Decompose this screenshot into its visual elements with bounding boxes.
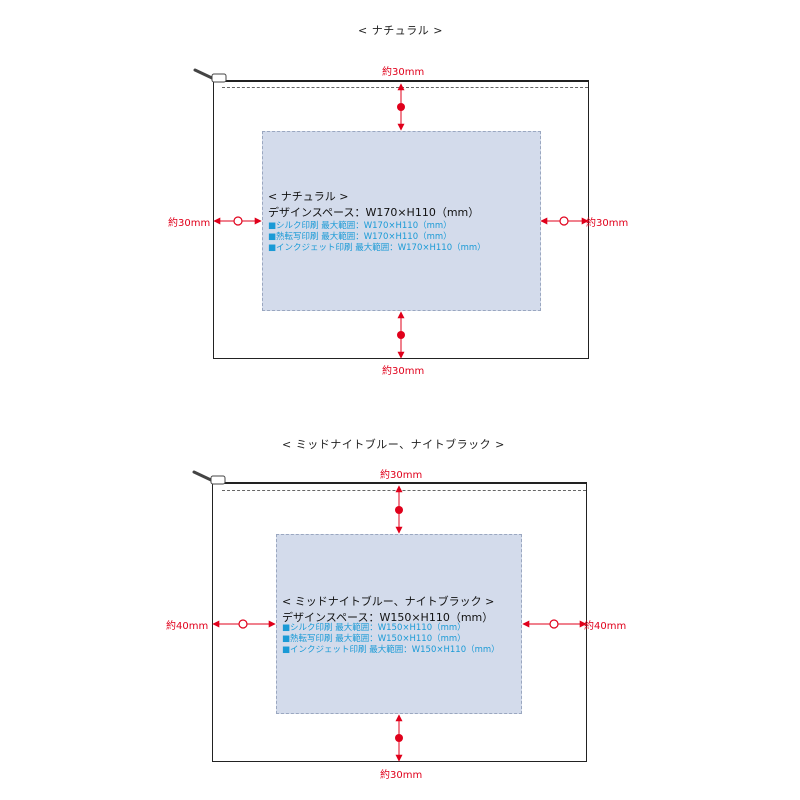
design-space-midnight: デザインスペース：W150×H110（mm） xyxy=(282,611,494,624)
design-heading-midnight: < ミッドナイトブルー、ナイトブラック > xyxy=(282,595,495,608)
arrow-right-natural xyxy=(540,216,589,226)
zipper-pull-icon-natural xyxy=(193,68,227,83)
arrow-left-natural xyxy=(213,216,262,226)
margin-left-midnight: 約40mm xyxy=(166,621,209,632)
section-title-natural: < ナチュラル > xyxy=(358,24,443,37)
arrow-right-midnight xyxy=(522,619,587,629)
spec-heat-natural: ■熱転写印刷 最大範囲：W170×H110（mm） xyxy=(268,232,452,242)
margin-bottom-natural: 約30mm xyxy=(382,366,425,377)
arrow-bottom-natural xyxy=(397,311,405,359)
seam-line-midnight xyxy=(222,490,586,491)
margin-right-natural: 約30mm xyxy=(586,218,629,229)
zipper-midnight xyxy=(212,482,587,484)
zipper-pull-icon-midnight xyxy=(192,470,226,485)
spec-heat-midnight: ■熱転写印刷 最大範囲：W150×H110（mm） xyxy=(282,634,466,644)
zipper-natural xyxy=(213,80,589,82)
margin-bottom-midnight: 約30mm xyxy=(380,770,423,781)
design-heading-natural: < ナチュラル > xyxy=(268,190,349,203)
margin-left-natural: 約30mm xyxy=(168,218,211,229)
spec-inkjet-natural: ■インクジェット印刷 最大範囲：W170×H110（mm） xyxy=(268,243,486,253)
spec-silk-midnight: ■シルク印刷 最大範囲：W150×H110（mm） xyxy=(282,623,466,633)
arrow-top-natural xyxy=(397,83,405,131)
spec-silk-natural: ■シルク印刷 最大範囲：W170×H110（mm） xyxy=(268,221,452,231)
arrow-top-midnight xyxy=(395,485,403,534)
arrow-bottom-midnight xyxy=(395,714,403,762)
design-space-natural: デザインスペース：W170×H110（mm） xyxy=(268,206,480,219)
margin-right-midnight: 約40mm xyxy=(584,621,627,632)
margin-top-natural: 約30mm xyxy=(382,67,425,78)
seam-line-natural xyxy=(222,87,588,88)
section-title-midnight: < ミッドナイトブルー、ナイトブラック > xyxy=(282,438,505,451)
arrow-left-midnight xyxy=(212,619,276,629)
design-area-midnight xyxy=(276,534,522,714)
margin-top-midnight: 約30mm xyxy=(380,470,423,481)
spec-inkjet-midnight: ■インクジェット印刷 最大範囲：W150×H110（mm） xyxy=(282,645,500,655)
